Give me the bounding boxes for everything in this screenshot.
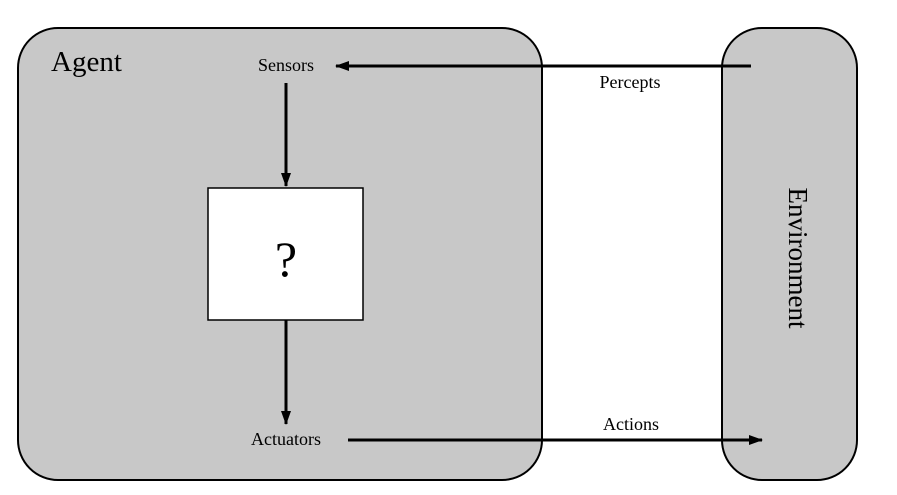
agent-title: Agent — [51, 46, 122, 78]
actions-label: Actions — [603, 414, 659, 434]
environment-label: Environment — [783, 188, 813, 329]
unknown-function-symbol: ? — [275, 231, 297, 287]
actuators-label: Actuators — [251, 429, 321, 449]
environment-box — [721, 27, 858, 481]
percepts-label: Percepts — [600, 72, 661, 92]
sensors-label: Sensors — [258, 55, 314, 75]
